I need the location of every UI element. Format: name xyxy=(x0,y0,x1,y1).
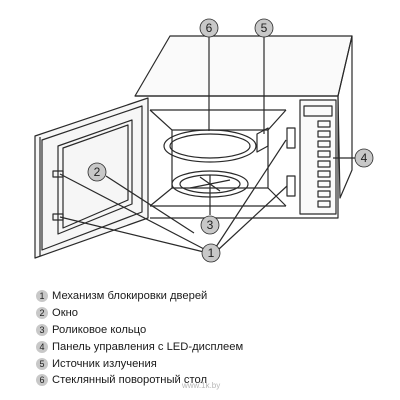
leader-1b xyxy=(59,216,205,253)
legend-label: Источник излучения xyxy=(52,357,157,370)
legend-item-2: 2 Окно xyxy=(36,305,243,322)
legend-item-6: 6 Стеклянный поворотный стол xyxy=(36,372,243,389)
wave-emitter xyxy=(256,127,269,153)
legend-item-1: 1 Механизм блокировки дверей xyxy=(36,288,243,305)
leader-1d xyxy=(218,185,288,250)
leader-1c xyxy=(215,139,287,248)
cabinet-side xyxy=(337,35,353,199)
lock-slot-lower xyxy=(286,175,296,197)
legend-label: Механизм блокировки дверей xyxy=(52,290,208,303)
callout-5: 5 xyxy=(254,18,274,38)
svg-text:5: 5 xyxy=(261,21,268,35)
svg-text:3: 3 xyxy=(207,218,214,232)
legend-badge: 2 xyxy=(36,307,48,320)
legend-item-4: 4 Панель управления с LED-дисплеем xyxy=(36,338,243,355)
legend-label: Стеклянный поворотный стол xyxy=(52,374,207,387)
legend-label: Роликовое кольцо xyxy=(52,323,147,336)
cavity-back xyxy=(149,109,173,207)
svg-text:4: 4 xyxy=(361,151,368,165)
lock-slot-upper xyxy=(286,127,296,149)
glass-turntable xyxy=(163,129,257,163)
legend-label: Окно xyxy=(52,307,78,320)
microwave-diagram: 6 5 4 2 3 1 xyxy=(34,18,374,263)
legend-badge: 3 xyxy=(36,323,48,336)
legend-item-5: 5 Источник излучения xyxy=(36,355,243,372)
legend-badge: 6 xyxy=(36,374,48,387)
cabinet-top xyxy=(134,35,353,97)
legend-item-3: 3 Роликовое кольцо xyxy=(36,322,243,339)
svg-text:2: 2 xyxy=(94,165,101,179)
svg-text:1: 1 xyxy=(208,246,215,260)
svg-text:6: 6 xyxy=(206,21,213,35)
callout-4: 4 xyxy=(354,148,374,168)
callout-3: 3 xyxy=(200,215,220,235)
callout-2: 2 xyxy=(87,162,107,182)
door-window xyxy=(57,119,133,235)
legend-badge: 4 xyxy=(36,340,48,353)
leader-2 xyxy=(105,175,195,234)
callout-6: 6 xyxy=(199,18,219,38)
legend-badge: 1 xyxy=(36,290,48,303)
legend-label: Панель управления с LED-дисплеем xyxy=(52,340,244,353)
callout-1: 1 xyxy=(201,243,221,263)
legend: 1 Механизм блокировки дверей 2 Окно 3 Ро… xyxy=(36,288,243,389)
legend-badge: 5 xyxy=(36,357,48,370)
cabinet-front xyxy=(135,95,339,219)
leader-1a xyxy=(59,173,205,250)
watermark: www.1k.by xyxy=(182,381,221,390)
